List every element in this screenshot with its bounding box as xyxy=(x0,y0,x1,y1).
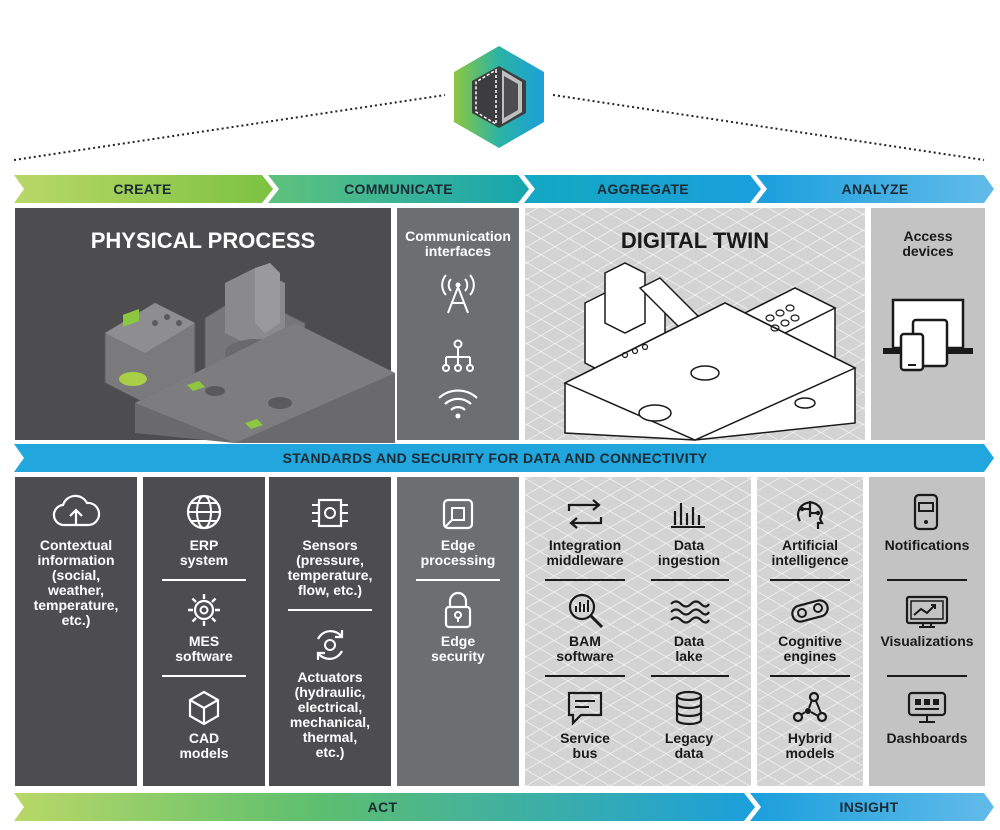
physical-machine-illustration xyxy=(104,263,395,443)
lake-separator xyxy=(651,675,729,677)
communication-interfaces-label: Communication interfaces xyxy=(405,228,511,259)
magnifier-chart-icon xyxy=(568,593,604,629)
data-ingestion-label: Data ingestion xyxy=(657,537,721,568)
physical-process-panel: PHYSICAL PROCESS xyxy=(15,208,395,443)
ingestion-separator xyxy=(651,579,729,581)
standards-banner-shape xyxy=(14,444,994,472)
edge-separator xyxy=(416,579,500,581)
access-devices-panel: Access devices xyxy=(871,208,985,440)
mes-label: MES software xyxy=(175,633,233,664)
antenna-icon xyxy=(441,274,475,314)
footer-insight: INSIGHT xyxy=(839,799,899,815)
edge-panel: Edge processing Edge security xyxy=(397,477,519,786)
access-devices-label: Access devices xyxy=(902,228,954,259)
sensors-separator xyxy=(288,609,372,611)
notifications-separator xyxy=(887,579,967,581)
bars-icon xyxy=(671,503,705,528)
actuators-label: Actuators (hydraulic, electrical, mechan… xyxy=(289,669,371,760)
edge-security-label: Edge security xyxy=(431,633,485,664)
service-bus-label: Service bus xyxy=(560,730,610,761)
insight-panel: Notifications Visualizations Dashboards xyxy=(869,477,985,786)
stage-aggregate: AGGREGATE xyxy=(597,181,689,197)
stage-analyze: ANALYZE xyxy=(841,181,909,197)
devices-icon xyxy=(883,298,973,372)
cube-icon xyxy=(188,690,220,726)
digital-machine-illustration xyxy=(563,262,857,441)
cognitive-label: Cognitive engines xyxy=(778,633,842,664)
dashboard-icon xyxy=(907,691,947,723)
mes-separator xyxy=(162,675,246,677)
stage-communicate: COMMUNICATE xyxy=(344,181,453,197)
edge-processing-label: Edge processing xyxy=(420,537,496,568)
devices-io-panel: Sensors (pressure, temperature, flow, et… xyxy=(269,477,391,786)
nodes-icon xyxy=(792,691,828,723)
footer-band xyxy=(14,793,994,821)
dashboards-label: Dashboards xyxy=(886,730,968,746)
physical-process-title: PHYSICAL PROCESS xyxy=(90,228,316,253)
data-lake-label: Data lake xyxy=(673,633,705,664)
communication-panel: Communication interfaces xyxy=(397,208,519,440)
enterprise-panel: ERP system MES software CAD models xyxy=(143,477,265,786)
chip-icon xyxy=(312,498,348,528)
stage-band xyxy=(14,175,994,203)
globe-icon xyxy=(186,494,222,530)
digital-twin-panel: DIGITAL TWIN xyxy=(525,208,865,441)
ai-separator xyxy=(770,579,850,581)
hexagon-logo-icon xyxy=(454,46,544,148)
footer-act: ACT xyxy=(367,799,398,815)
bam-separator xyxy=(545,675,625,677)
standards-banner: STANDARDS AND SECURITY FOR DATA AND CONN… xyxy=(282,450,708,466)
cad-label: CAD models xyxy=(179,730,229,761)
gear-icon xyxy=(188,594,220,626)
integration-separator xyxy=(545,579,625,581)
message-icon xyxy=(567,691,603,726)
database-icon xyxy=(675,690,703,726)
analyze-panel: Artificial intelligence Cognitive engine… xyxy=(757,477,863,786)
hybrid-label: Hybrid models xyxy=(785,730,835,761)
cognitive-icon xyxy=(791,599,829,623)
edge-processing-icon xyxy=(442,498,474,530)
brain-icon xyxy=(797,501,824,529)
network-icon xyxy=(442,339,474,372)
contextual-label: Contextual information (social, weather,… xyxy=(33,537,119,628)
bam-label: BAM software xyxy=(556,633,614,664)
wifi-icon xyxy=(438,389,478,419)
notifications-label: Notifications xyxy=(884,537,970,553)
cycle-icon xyxy=(316,630,344,660)
erp-label: ERP system xyxy=(179,537,229,568)
cloud-upload-icon xyxy=(52,494,101,527)
aggregate-panel: Integration middleware BAM software Serv… xyxy=(525,477,751,786)
stage-create: CREATE xyxy=(113,181,172,197)
cognitive-separator xyxy=(770,675,850,677)
chart-monitor-icon xyxy=(905,595,949,628)
swap-arrows-icon xyxy=(567,499,603,529)
waves-icon xyxy=(670,600,710,624)
contextual-panel: Contextual information (social, weather,… xyxy=(15,477,137,786)
legacy-label: Legacy data xyxy=(664,730,714,761)
ai-label: Artificial intelligence xyxy=(771,537,849,568)
integration-label: Integration middleware xyxy=(546,537,624,568)
phone-icon xyxy=(913,493,939,531)
sensors-label: Sensors (pressure, temperature, flow, et… xyxy=(287,537,373,598)
visualizations-separator xyxy=(887,675,967,677)
erp-separator xyxy=(162,579,246,581)
visualizations-label: Visualizations xyxy=(880,633,974,649)
lock-icon xyxy=(444,591,472,629)
digital-twin-title: DIGITAL TWIN xyxy=(620,228,770,253)
